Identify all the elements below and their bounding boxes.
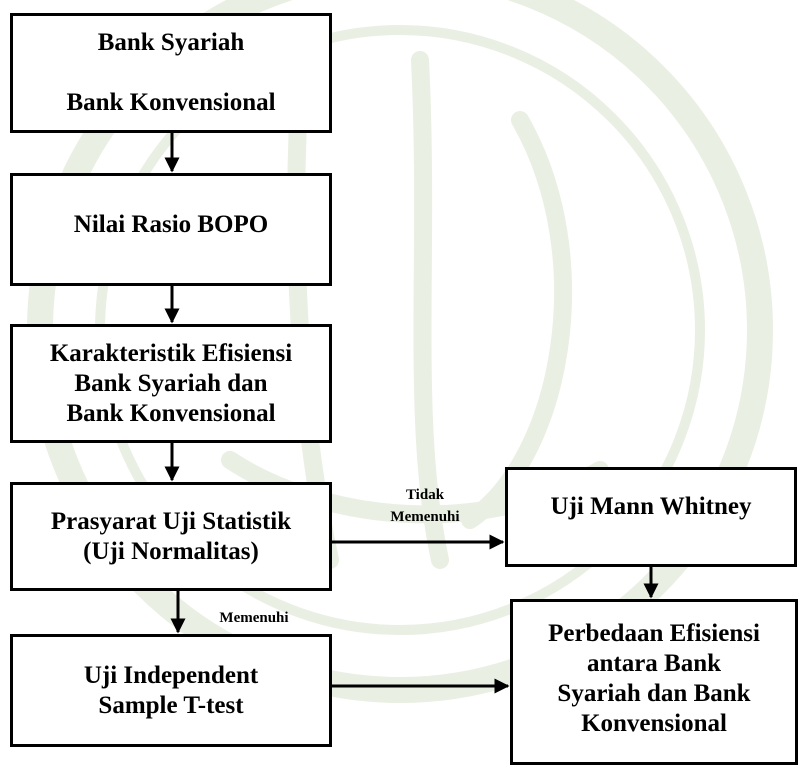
node-result-line2: antara Bank <box>586 650 722 677</box>
node-result-line3: Syariah dan Bank <box>557 680 751 707</box>
node-bank-types-line1: Bank Syariah <box>97 29 245 56</box>
node-efficiency-characteristics: Karakteristik Efisiensi Bank Syariah dan… <box>10 324 332 443</box>
node-bank-types: Bank Syariah Bank Konvensional <box>10 13 332 133</box>
node-mann-whitney-line1: Uji Mann Whitney <box>550 493 752 520</box>
node-bopo-ratio-line1: Nilai Rasio BOPO <box>73 211 269 238</box>
edge-label-not-met: Tidak Memenuhi <box>360 484 490 528</box>
node-t-test-line2: Sample T-test <box>98 691 244 719</box>
edge-label-not-met-line1: Tidak <box>405 487 445 503</box>
node-result-line4: Konvensional <box>581 710 727 737</box>
node-prerequisite-line2: (Uji Normalitas) <box>83 537 259 565</box>
node-mann-whitney: Uji Mann Whitney <box>505 467 797 567</box>
edge-label-not-met-line2: Memenuhi <box>390 509 460 525</box>
node-characteristics-line3: Bank Konvensional <box>66 399 276 427</box>
node-prerequisite-line1: Prasyarat Uji Statistik <box>50 507 292 535</box>
edge-label-met: Memenuhi <box>198 607 310 629</box>
node-bopo-ratio: Nilai Rasio BOPO <box>10 173 332 286</box>
edge-label-met-text: Memenuhi <box>219 610 289 626</box>
node-characteristics-line2: Bank Syariah dan <box>74 369 268 397</box>
node-result-line1: Perbedaan Efisiensi <box>548 620 760 647</box>
node-t-test-line1: Uji Independent <box>83 661 259 689</box>
node-efficiency-difference-result: Perbedaan Efisiensi antara Bank Syariah … <box>510 599 798 765</box>
node-statistical-prerequisite: Prasyarat Uji Statistik (Uji Normalitas) <box>10 482 332 591</box>
node-independent-t-test: Uji Independent Sample T-test <box>10 634 332 747</box>
node-characteristics-line1: Karakteristik Efisiensi <box>49 339 293 367</box>
node-bank-types-line2: Bank Konvensional <box>66 89 276 116</box>
